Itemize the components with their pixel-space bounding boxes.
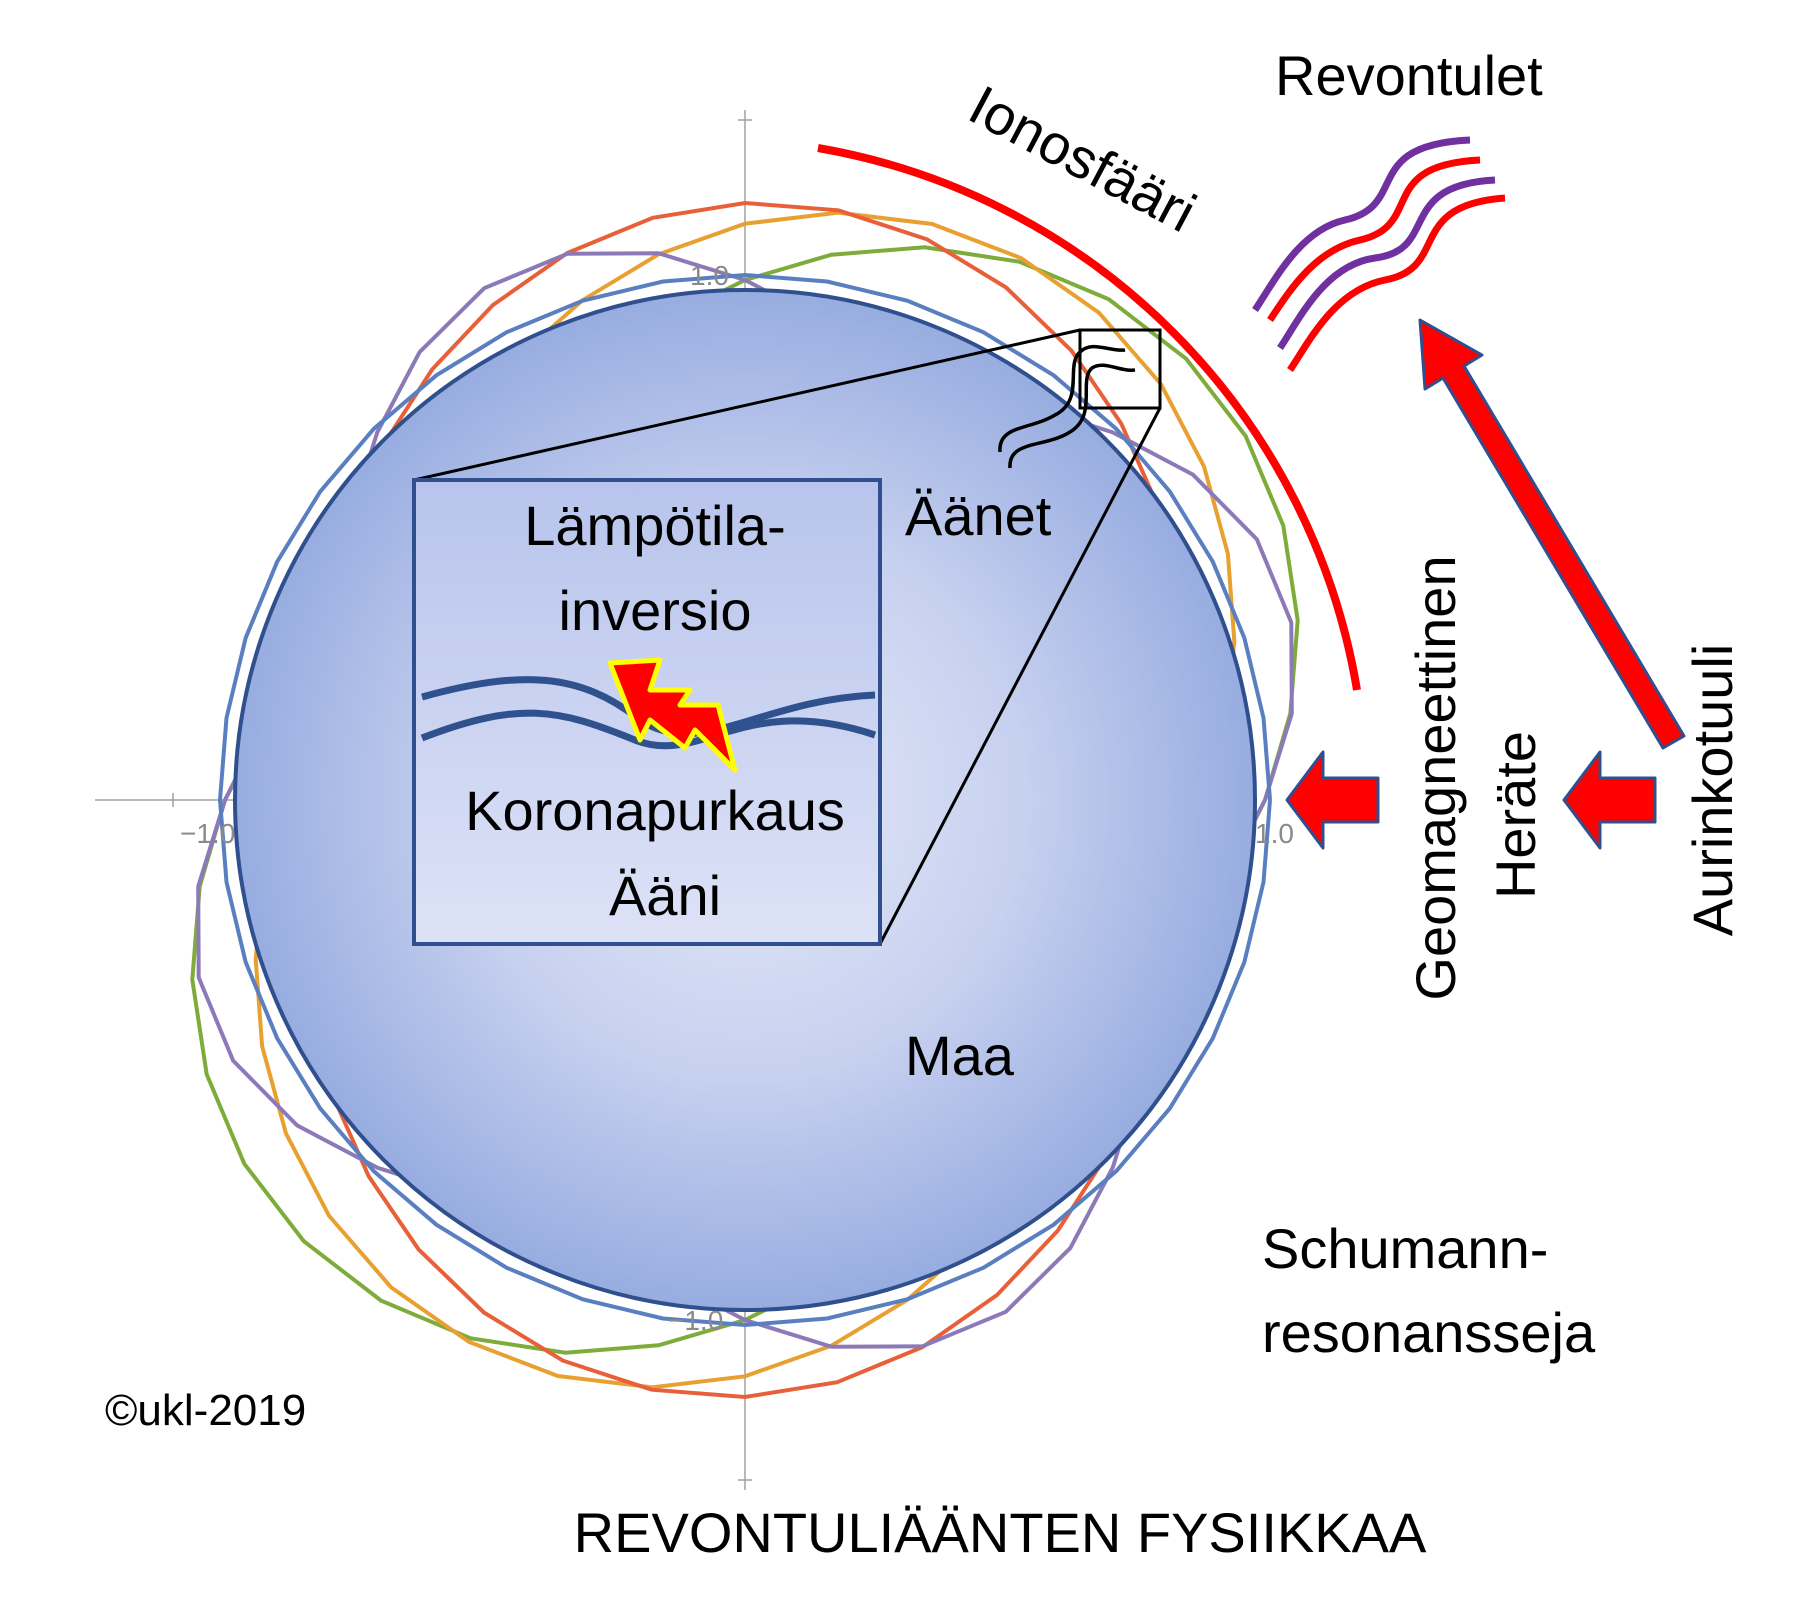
tick-x-right: 1.0	[1255, 818, 1294, 849]
label-schumann-line1: Schumann-	[1262, 1217, 1548, 1280]
label-sounds: Äänet	[905, 484, 1052, 547]
tick-x-left: −1.0	[180, 818, 235, 849]
ionosphere-arc	[817, 144, 1361, 691]
label-solar-wind: Aurinkotuuli	[1681, 644, 1744, 937]
aurora-lines-icon	[1252, 136, 1506, 372]
solar-wind-arrow	[1418, 318, 1686, 750]
tick-y-top: 1.0	[690, 260, 729, 291]
sound-wave-icon	[998, 344, 1136, 469]
label-excitation: Heräte	[1484, 731, 1547, 899]
label-schumann-line2: resonansseja	[1262, 1301, 1596, 1364]
zoom-indicator	[413, 328, 1162, 945]
inset-line4: Ääni	[609, 864, 721, 927]
inset-line3: Koronapurkaus	[465, 779, 845, 842]
diagram-title: REVONTULIÄÄNTEN FYSIIKKAA	[574, 1501, 1427, 1564]
label-geomagnetic: Geomagneettinen	[1404, 555, 1467, 1000]
lightning-bolt-icon	[607, 657, 738, 773]
inset-line1: Lämpötila-	[524, 494, 785, 557]
label-aurora: Revontulet	[1275, 44, 1543, 107]
label-ionosphere: Ionosfääri	[959, 73, 1206, 244]
tick-y-bottom: −1.0	[668, 1305, 723, 1336]
arrow-left-icon	[1285, 750, 1657, 850]
label-earth: Maa	[905, 1024, 1015, 1087]
inset-line2: inversio	[559, 579, 752, 642]
label-copyright: ©ukl-2019	[105, 1386, 306, 1435]
